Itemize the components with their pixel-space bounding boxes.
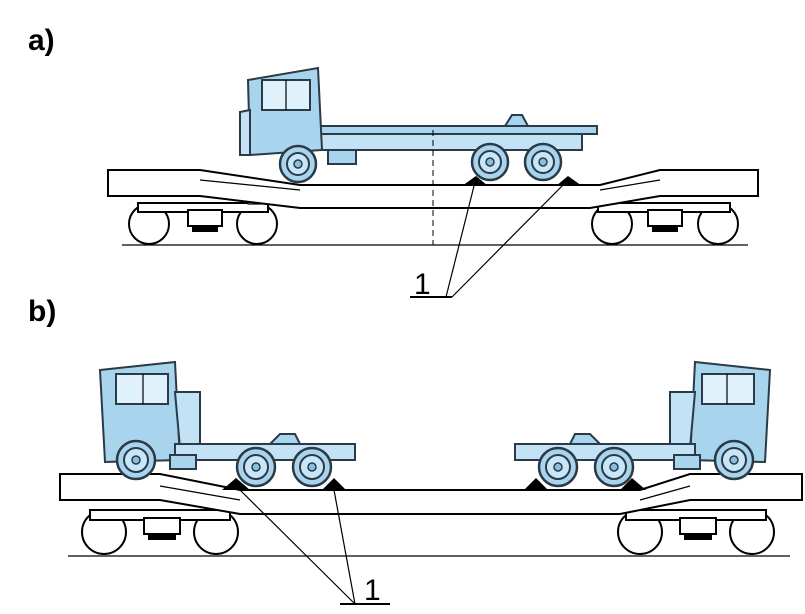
bogie-right-b <box>617 509 775 555</box>
wheel-chock-icon <box>620 478 646 490</box>
bogie-left-a <box>128 197 278 245</box>
leader-line <box>333 489 356 605</box>
leader-line <box>445 185 475 298</box>
wheel-chock-icon <box>462 176 488 186</box>
callout-number-a: 1 <box>414 268 431 301</box>
leader-line <box>451 179 569 298</box>
flatbed-truck <box>238 66 599 184</box>
wheel-chock-icon <box>524 478 548 490</box>
bogie-left-b <box>81 509 239 555</box>
callout-number-b: 1 <box>364 574 381 607</box>
railcar-frame-b <box>59 473 803 515</box>
panel-b-label: b) <box>28 295 56 328</box>
tractor-unit-right <box>513 360 772 488</box>
panel-b: b) <box>28 295 803 607</box>
wheel-chock-icon <box>222 478 250 490</box>
leader-line <box>239 489 356 605</box>
panel-a: a) <box>28 24 759 301</box>
tractor-unit-left <box>98 360 357 488</box>
wheel-chock-icon <box>322 478 346 490</box>
panel-a-label: a) <box>28 24 55 57</box>
railcar-frame-a <box>107 169 759 209</box>
wheel-chock-icon <box>556 176 582 186</box>
